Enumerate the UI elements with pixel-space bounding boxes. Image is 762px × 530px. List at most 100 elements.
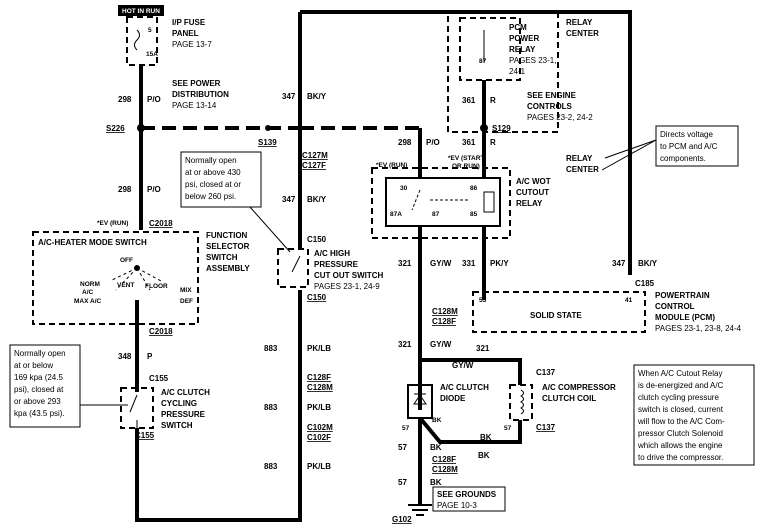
switch-pos-max-ac: MAX A/C [74,298,102,305]
circuit-347a-color: BK/Y [307,92,327,101]
connector-c2018-top: C2018 [149,219,173,228]
function-selector-label-1: FUNCTION [206,231,248,240]
connector-c127m: C127M [302,151,328,160]
relay-note-line-8: to drive the compressor. [638,453,723,462]
splice-s139-dot [265,125,271,131]
circuit-57c-color: BK [430,443,442,452]
see-grounds-box [432,486,506,512]
wire-347-top-loop [300,10,632,275]
clutch-diode-label-1: A/C CLUTCH [440,383,489,392]
cycling-switch-label-1: A/C CLUTCH [161,388,210,397]
circuit-298b-color: P/O [426,138,440,147]
pcm-relay-label-1: PCM [509,23,527,32]
switch-pos-norm: NORM [80,281,100,288]
connector-c128f-c: C128F [432,455,456,464]
relay-note-line-1: When A/C Cutout Relay [638,369,722,378]
relay-note-line-3: clutch cycling pressure [638,393,719,402]
circuit-348-color: P [147,352,153,361]
ground-icon [408,504,432,516]
cycling-switch-box [120,387,154,429]
circuit-298c-color: P/O [147,185,161,194]
hp-note-line-4: below 260 psi. [185,192,236,201]
relay-note-line-5: will flow to the A/C Com- [637,417,725,426]
connector-c185: C185 [635,279,655,288]
circuit-883a-color: PK/LB [307,344,331,353]
circuit-321b-number: 321 [398,340,412,349]
connector-c150-bot: C150 [307,293,327,302]
circuit-298b-number: 298 [398,138,412,147]
compressor-coil-label-1: A/C COMPRESSOR [542,383,616,392]
pcm-label-1: POWERTRAIN [655,291,710,300]
pcm-label-2: CONTROL [655,302,695,311]
wot-relay-coil-icon [483,191,495,213]
pcm-note-line-2: to PCM and A/C [660,142,718,151]
wire-321-coil [420,358,522,385]
relay-center-label-1: RELAY [566,18,593,27]
wot-relay-box [385,177,501,227]
hp-note-line-2: at or above 430 [185,168,241,177]
see-engine-label-3: PAGES 23-2, 24-2 [527,113,593,122]
pcm-note-line-1: Directs voltage [660,130,713,139]
hot-in-run-header [118,5,164,16]
switch-pos-ac: A/C [82,289,94,296]
circuit-331-color: PK/Y [490,259,509,268]
hp-cutout-label-4: PAGES 23-1, 24-9 [314,282,380,291]
cycling-switch-label-3: PRESSURE [161,410,206,419]
ip-fuse-panel-label-2: PANEL [172,29,199,38]
cyc-note-line-5: or above 293 [14,397,61,406]
connector-c137-top: C137 [536,368,556,377]
hp-note-line-3: psi, closed at or [185,180,241,189]
relay-center2-label-2: CENTER [566,165,599,174]
circuit-347a-number: 347 [282,92,296,101]
clutch-diode-label-2: DIODE [440,394,466,403]
circuit-361b-number: 361 [462,138,476,147]
hp-note-box [180,151,262,208]
hp-cutout-label-2: PRESSURE [314,260,359,269]
relay-note-box [633,364,755,466]
function-selector-label-4: ASSEMBLY [206,264,250,273]
ev-start-label-2: OR RUN) [452,163,480,170]
see-grounds-label-2: PAGE 10-3 [437,501,477,510]
circuit-883b-color: PK/LB [307,403,331,412]
relay-pin-86: 86 [470,185,478,192]
cyc-note-line-2: at or below [14,361,53,370]
pcm-relay-pin: 87 [479,58,487,65]
switch-pos-mix: MIX [180,287,192,294]
solid-state-label: SOLID STATE [530,311,582,320]
see-grounds-label-1: SEE GROUNDS [437,490,497,499]
connector-c150-top: C150 [307,235,327,244]
circuit-298-color: P/O [147,95,161,104]
fuse-number: 5 [148,27,152,34]
switch-contacts [111,267,164,291]
circuit-331-number: 331 [462,259,476,268]
circuit-321c-number: 321 [476,344,490,353]
coil-icon [520,389,524,415]
see-engine-label-2: CONTROLS [527,102,573,111]
circuit-348-number: 348 [118,352,132,361]
hp-note-line-1: Normally open [185,156,237,165]
hp-cutout-label-3: CUT OUT SWITCH [314,271,384,280]
relay-note-line-6: pressor Clutch Solenoid [638,429,723,438]
connector-c128m-b: C128M [432,307,458,316]
circuit-57a-color: BK [432,417,442,424]
circuit-57a-number: 57 [402,425,410,432]
relay-note-line-2: is de-energized and A/C [638,381,724,390]
relay-pin-87: 87 [432,211,440,218]
switch-pos-off: OFF [120,257,133,264]
circuit-57b-number: 57 [504,425,512,432]
pcm-relay-label-2: POWER [509,34,539,43]
circuit-361b-color: R [490,138,496,147]
see-engine-label-1: SEE ENGINE [527,91,577,100]
pcm-pin-53: 53 [479,297,487,304]
fuse-icon [134,29,140,51]
pcm-note-leader [601,139,657,171]
relay-note-line-7: which allows the engine [637,441,723,450]
relay-pin-30: 30 [400,185,408,192]
circuit-883a-number: 883 [264,344,278,353]
cyc-note-line-3: 169 kpa (24.5 [14,373,63,382]
wot-relay-center-box [371,167,511,239]
circuit-321c-color: GY/W [452,361,474,370]
cyc-note-line-4: psi), closed at [14,385,64,394]
relay-pin-87a: 87A [390,211,402,218]
pcm-relay-label-4: PAGES 23-1, [509,56,556,65]
